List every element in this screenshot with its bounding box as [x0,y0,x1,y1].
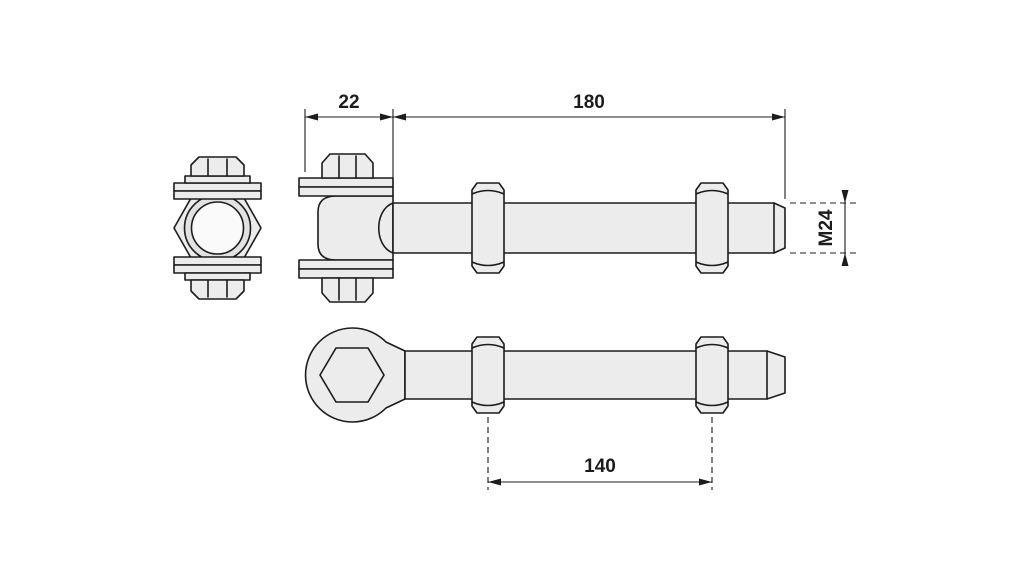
top-nut-front [190,156,245,177]
jam-nut-1-side [471,182,505,274]
top-plate-outer [173,182,262,192]
top-washer [184,175,251,184]
arrowhead-right [772,113,785,121]
bottom-nut-front [190,279,245,300]
jam-nut-2-plan-chamfer-top [695,343,729,349]
jam-nut-1-plan-chamfer-bottom [471,401,505,407]
jam-nut-2-plan [695,336,729,414]
jam-nut-1-chamfer-bottom [471,261,505,267]
jam-nut-2-chamfer-bottom [695,261,729,267]
arrowhead-left [393,113,406,121]
head-bottom-plate-a [298,259,394,270]
pivot-bottom-nut-side [321,277,374,303]
dimension-head-width: 22 [304,92,394,196]
plan-view [304,327,786,423]
jam-nut-2-plan-chamfer-bottom [695,401,729,407]
dimension-shaft-length: 180 [393,92,786,199]
jam-nut-2-side [695,182,729,274]
dimension-nut-span: 140 [487,417,713,490]
dim-label-shaft-length: 180 [573,92,605,113]
dimension-thread: M24 [790,190,857,266]
arrowhead-top [841,190,849,203]
jam-nut-2-plan-outline [695,336,729,414]
bottom-plate-outer [173,264,262,274]
jam-nut-2-outline [695,182,729,274]
clevis-body-side [317,195,394,261]
bottom-washer [184,272,251,281]
head-bottom-plate-b [298,268,394,279]
arrowhead-left [305,113,318,121]
side-view [298,153,786,303]
top-plate-inner [173,190,262,200]
dim-label-head-width: 22 [338,92,359,113]
eye-transition-curve [378,202,394,254]
jam-nut-1-plan [471,336,505,414]
bottom-plate-inner [173,256,262,266]
jam-nut-2-chamfer-top [695,189,729,195]
arrowhead-bottom [841,253,849,266]
dim-label-nut-span: 140 [584,456,616,477]
head-top-plate-a [298,177,394,188]
head-top-plate-b [298,186,394,197]
arrowhead-left [488,478,501,486]
jam-nut-1-outline [471,182,505,274]
pivot-top-nut-side [321,153,374,179]
arrowhead-right [699,478,712,486]
jam-nut-1-chamfer-top [471,189,505,195]
eye-hex-nut-plan [319,347,385,403]
jam-nut-1-plan-chamfer-top [471,343,505,349]
arrowhead-right [380,113,393,121]
dim-label-thread: M24 [816,209,837,246]
eye-hole-circle [190,201,245,255]
jam-nut-1-plan-outline [471,336,505,414]
end-view [173,156,262,300]
